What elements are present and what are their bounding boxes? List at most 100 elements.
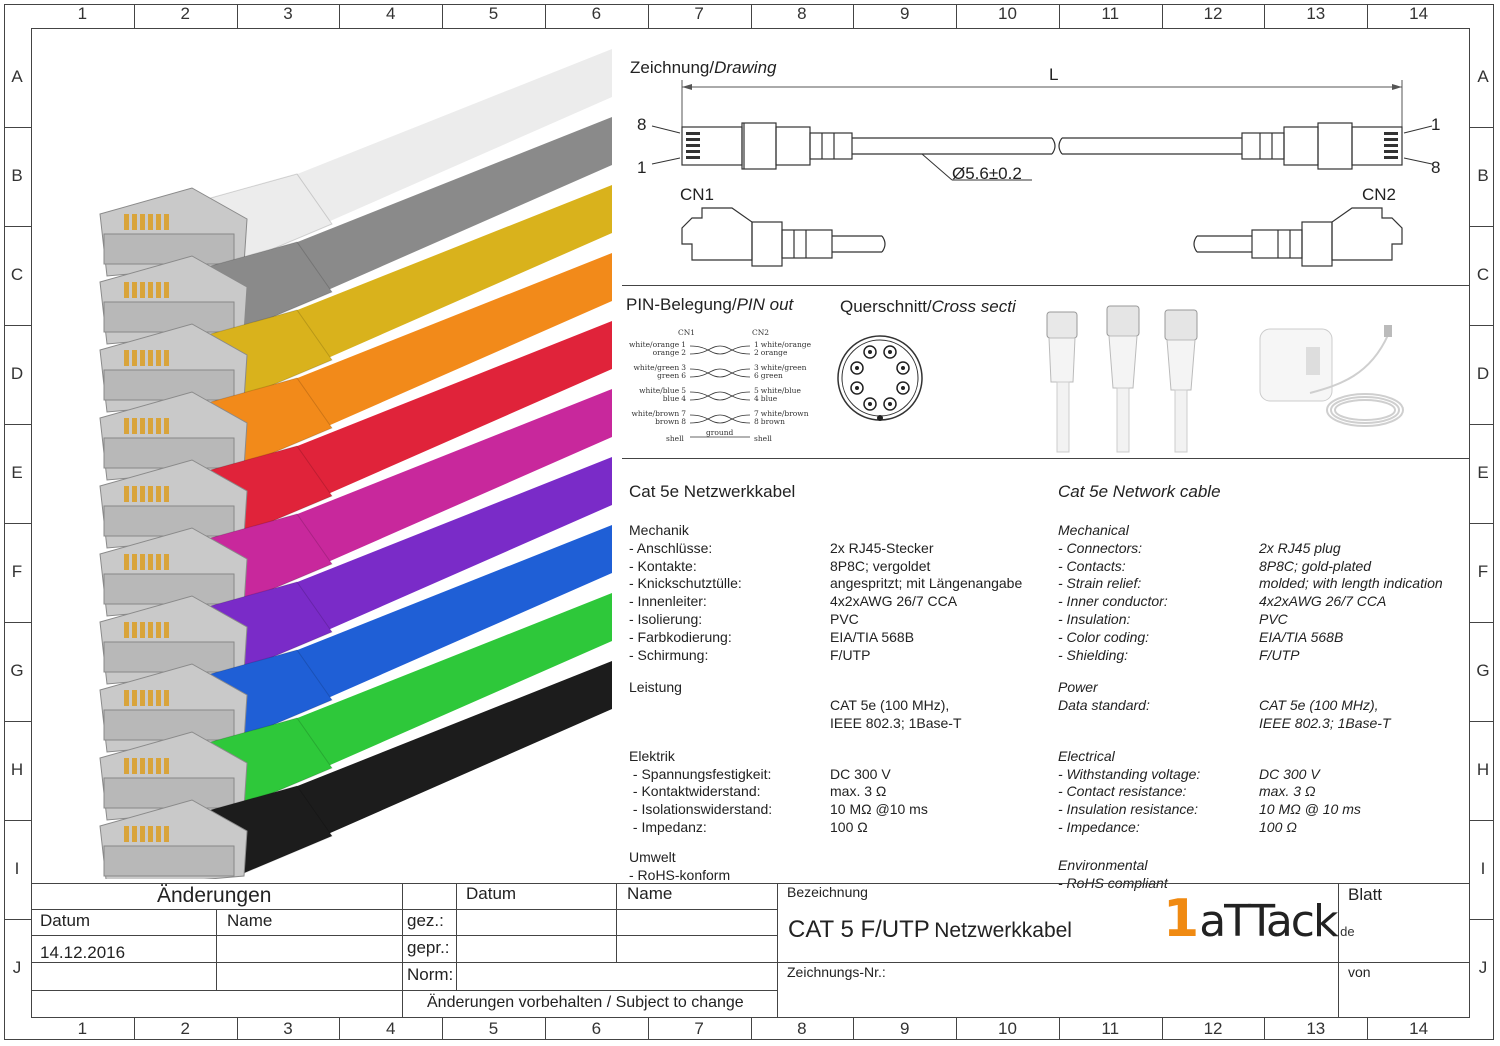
plug-shield xyxy=(103,845,235,877)
spec-key: - Strain relief: xyxy=(1058,575,1142,592)
column-ref-2-bottom: 2 xyxy=(180,1019,190,1038)
plug-shield xyxy=(103,573,235,605)
tb-v6 xyxy=(1338,883,1339,1018)
plug-contact xyxy=(140,418,145,434)
plug-contact xyxy=(132,622,137,638)
tb-v5 xyxy=(777,883,778,1018)
column-ref-7-top: 7 xyxy=(694,4,704,23)
column-ref-8-bottom: 8 xyxy=(797,1019,807,1038)
column-tick xyxy=(544,4,546,28)
pin-color-name: brown xyxy=(655,417,680,426)
column-ref-14-top: 14 xyxy=(1409,4,1429,23)
plug-contact xyxy=(132,826,137,842)
plug-contact xyxy=(164,350,169,366)
column-tick xyxy=(1264,1018,1266,1040)
row-tick xyxy=(1470,226,1494,227)
spec-value: 2x RJ45-Stecker xyxy=(830,539,934,556)
spec-value: EIA/TIA 568B xyxy=(830,628,915,645)
plug-contact xyxy=(124,418,129,434)
spec-key: - Impedanz: xyxy=(629,818,707,835)
column-ref-5-top: 5 xyxy=(488,4,499,23)
pin-color-name: white/brown xyxy=(760,409,809,418)
row-ref-B-right: B xyxy=(1477,165,1489,185)
column-ref-11-bottom: 11 xyxy=(1101,1019,1120,1038)
column-ref-3-top: 3 xyxy=(283,4,293,23)
plug-contact xyxy=(148,690,153,706)
plug-contact xyxy=(140,214,145,230)
patch-cable xyxy=(99,185,612,413)
plug-contact xyxy=(132,486,137,502)
row-ref-E-left: E xyxy=(11,462,23,482)
plug-contact xyxy=(164,418,169,434)
plug-contact xyxy=(140,622,145,638)
pin-number: 5 xyxy=(681,386,686,395)
spec-row: - Spannungsfestigkeit:DC 300 V xyxy=(629,766,1049,784)
pin-8-right: 8 xyxy=(1431,158,1441,177)
pin-1-right: 1 xyxy=(1431,115,1441,134)
spec-value: 4x2xAWG 26/7 CCA xyxy=(1259,593,1387,610)
row-tick xyxy=(4,919,31,920)
brand-logo: 1aTTack.de xyxy=(1163,893,1355,945)
plug-contact xyxy=(156,214,161,230)
spec-key: - Farbkodierung: xyxy=(629,628,732,645)
pin-number: 8 xyxy=(681,417,686,426)
plug-shield xyxy=(103,505,235,537)
row-ref-H-right: H xyxy=(1476,759,1490,779)
column-ref-10-bottom: 10 xyxy=(997,1019,1017,1038)
spec-row: - Farbkodierung: EIA/TIA 568B xyxy=(629,629,1049,647)
tb-v4 xyxy=(616,883,617,962)
spec-row: - Withstanding voltage:DC 300 V xyxy=(1058,766,1468,784)
plug-contact xyxy=(132,350,137,366)
plug-contact xyxy=(164,826,169,842)
plug-contact xyxy=(148,282,153,298)
specs-de-perf-v1: CAT 5e (100 MHz), xyxy=(830,697,950,714)
pin-color-name: blue xyxy=(760,394,778,403)
tb-v3 xyxy=(456,883,457,990)
spec-value: DC 300 V xyxy=(830,765,891,782)
plug-shield xyxy=(103,301,235,333)
plug-contact xyxy=(124,282,129,298)
plug-contact xyxy=(164,214,169,230)
spec-row: - Shielding:F/UTP xyxy=(1058,647,1468,665)
plug-contact xyxy=(148,214,153,230)
pin-number: 3 xyxy=(754,363,759,372)
plug-contact xyxy=(132,690,137,706)
tb-v1 xyxy=(216,909,217,990)
plug-contact xyxy=(124,622,129,638)
spec-key: - Isolationswiderstand: xyxy=(629,801,773,818)
tb-v2 xyxy=(402,883,403,1018)
specs-en-perf-v1: CAT 5e (100 MHz), xyxy=(1259,697,1379,714)
row-ref-J-right: J xyxy=(1478,957,1488,977)
row-ref-F-left: F xyxy=(11,561,23,581)
spec-row: - Strain relief:molded; with length indi… xyxy=(1058,575,1468,593)
plug-contact xyxy=(148,554,153,570)
column-tick xyxy=(750,4,752,28)
plug-shield xyxy=(103,641,235,673)
column-ref-10-top: 10 xyxy=(997,4,1017,23)
tb-datum-label: Datum xyxy=(40,911,91,930)
pin-color-name: green xyxy=(657,371,680,380)
divider-drawing xyxy=(622,285,1470,286)
plug-contact xyxy=(164,622,169,638)
spec-key: - Inner conductor: xyxy=(1058,593,1168,610)
logo-de: .de xyxy=(1336,924,1355,939)
tb-zeichnungs-nr: Zeichnungs-Nr.: xyxy=(787,964,886,980)
pin-color-name: white/brown xyxy=(631,409,680,418)
row-tick xyxy=(4,127,31,128)
spec-key: - Insulation resistance: xyxy=(1058,801,1199,818)
column-ref-2-top: 2 xyxy=(180,4,190,23)
pin-number: 4 xyxy=(681,394,686,403)
spec-key: - Innenleiter: xyxy=(629,593,707,610)
router-photo xyxy=(1259,325,1404,427)
plug-contact xyxy=(164,690,169,706)
spec-value: 2x RJ45 plug xyxy=(1259,539,1341,556)
tb-subject: Änderungen vorbehalten / Subject to chan… xyxy=(427,994,744,1011)
plug-contact xyxy=(156,486,161,502)
plug-contact xyxy=(132,418,137,434)
tb-gepr: gepr.: xyxy=(407,938,450,957)
column-ref-1-bottom: 1 xyxy=(77,1019,88,1038)
